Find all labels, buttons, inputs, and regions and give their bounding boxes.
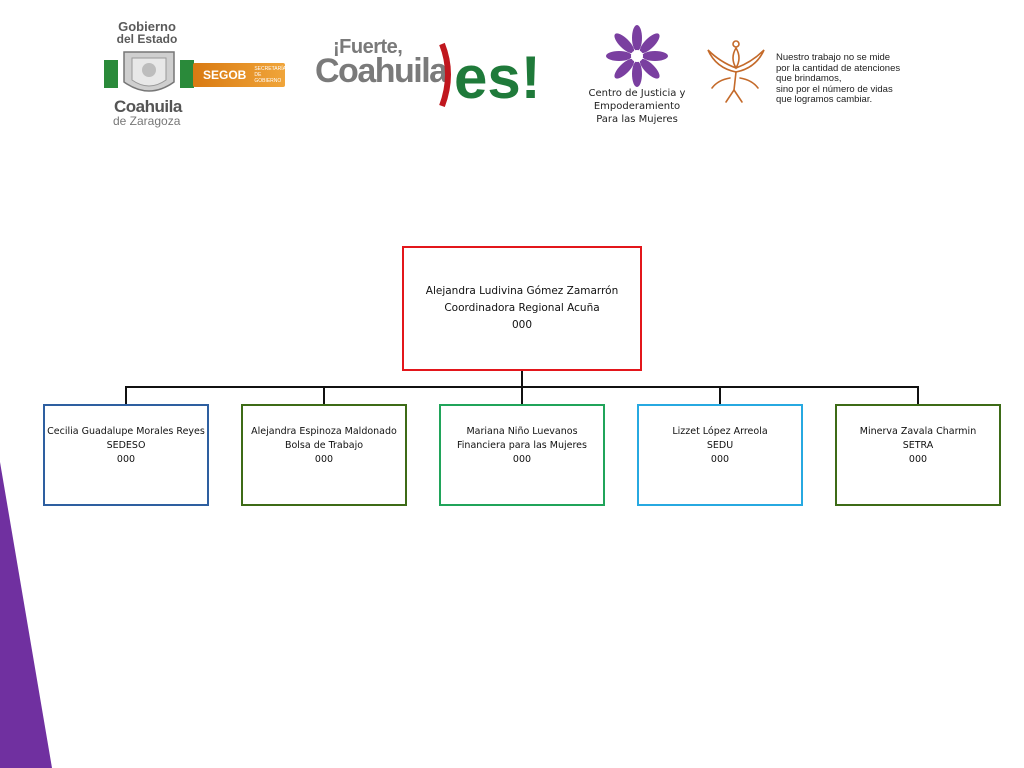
org-node-child-4-role: SEDU: [706, 440, 734, 451]
org-node-child-3: Mariana Niño Luevanos Financiera para la…: [439, 404, 605, 506]
segob-badge: SEGOB SECRETARÍA DE GOBIERNO: [193, 63, 286, 87]
org-node-child-4: Lizzet López Arreola SEDU 000: [637, 404, 803, 506]
fuerte-line1: ¡Fuerte,: [333, 36, 403, 58]
quote-line1: Nuestro trabajo no se mide: [776, 52, 891, 63]
centro-justicia-line2: Empoderamiento: [593, 101, 681, 112]
quote-text: Nuestro trabajo no se mide por la cantid…: [776, 52, 901, 106]
quote-line5: que logramos cambiar.: [776, 94, 873, 105]
centro-justicia-line3: Para las Mujeres: [596, 114, 678, 125]
org-node-child-1-role: SEDESO: [106, 440, 146, 451]
org-node-child-3-role: Financiera para las Mujeres: [457, 440, 587, 451]
connector-child-5: [917, 386, 919, 405]
gobierno-line2: del Estado: [116, 32, 178, 46]
connector-child-3: [521, 386, 523, 405]
connector-root-stem: [521, 370, 523, 388]
org-node-root-role: Coordinadora Regional Acuña: [444, 302, 600, 314]
org-node-child-5-name: Minerva Zavala Charmin: [859, 426, 977, 437]
org-node-child-5: Minerva Zavala Charmin SETRA 000: [835, 404, 1001, 506]
org-node-child-5-code: 000: [908, 454, 928, 465]
centro-justicia-line1: Centro de Justicia y: [588, 88, 686, 99]
org-node-child-2-code: 000: [314, 454, 334, 465]
fuerte-es-icon: es!: [439, 42, 541, 110]
purple-flower-icon: [606, 25, 668, 87]
quote-line2: por la cantidad de atenciones: [776, 62, 901, 74]
quote-line3: que brindamos,: [776, 73, 842, 84]
centro-justicia-text: Centro de Justicia y Empoderamiento Para…: [582, 87, 692, 126]
org-node-child-4-code: 000: [710, 454, 730, 465]
connector-child-4: [719, 386, 721, 405]
gobierno-line1: Gobierno: [118, 19, 176, 34]
org-node-child-4-name: Lizzet López Arreola: [672, 426, 768, 437]
org-node-root: Alejandra Ludivina Gómez Zamarrón Coordi…: [402, 246, 642, 371]
connector-child-1: [125, 386, 127, 405]
org-node-child-3-code: 000: [512, 454, 532, 465]
org-node-child-1: Cecilia Guadalupe Morales Reyes SEDESO 0…: [43, 404, 209, 506]
org-node-child-3-name: Mariana Niño Luevanos: [466, 426, 578, 437]
org-node-child-1-code: 000: [116, 454, 136, 465]
org-node-child-2-name: Alejandra Espinoza Maldonado: [251, 426, 397, 437]
coat-of-arms-icon: [104, 51, 194, 92]
org-node-child-5-role: SETRA: [902, 440, 934, 451]
gobierno-state-sub: de Zaragoza: [113, 114, 181, 128]
org-node-child-2-role: Bolsa de Trabajo: [284, 440, 364, 451]
lotus-figure-icon: [707, 40, 765, 103]
org-node-child-1-name: Cecilia Guadalupe Morales Reyes: [47, 426, 205, 437]
segob-description: SECRETARÍA DE GOBIERNO: [254, 66, 286, 84]
fuerte-line2: Coahuila: [315, 52, 448, 90]
org-node-root-name: Alejandra Ludivina Gómez Zamarrón: [425, 285, 619, 297]
quote-line4: sino por el número de vidas: [776, 83, 893, 95]
org-node-root-code: 000: [511, 319, 533, 331]
segob-label: SEGOB: [203, 68, 247, 82]
connector-child-2: [323, 386, 325, 405]
fuerte-es-text: es!: [454, 44, 541, 110]
gobierno-state-name: Coahuila: [114, 97, 182, 116]
org-node-child-2: Alejandra Espinoza Maldonado Bolsa de Tr…: [241, 404, 407, 506]
